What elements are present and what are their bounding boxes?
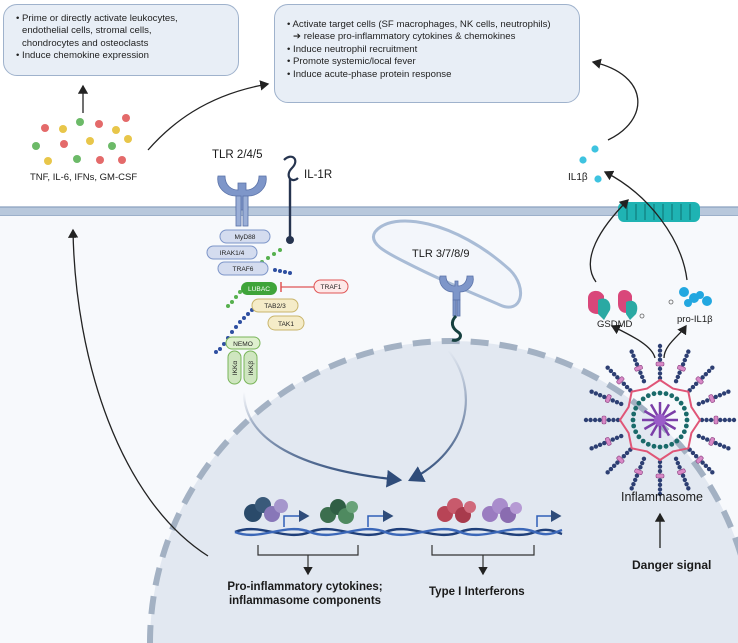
transcription-factor-irf-1 — [437, 498, 476, 523]
transcription-factor-irf-2 — [482, 498, 522, 523]
gsdmd-label: GSDMD — [597, 319, 633, 330]
transcription-factor-nfkb-1 — [244, 497, 288, 522]
arrow-gsdmd-to-pore — [589, 199, 629, 283]
ikka-pill: IKKα — [227, 350, 242, 385]
right-effects-box: • Activate target cells (SF macrophages,… — [274, 4, 580, 103]
right-box-line: • Induce neutrophil recruitment — [287, 43, 418, 55]
cytokine-particles — [32, 114, 132, 165]
gsdmd-protein — [588, 290, 645, 320]
traf1-pill: TRAF1 — [313, 279, 349, 294]
pro-il1b-protein — [668, 287, 712, 307]
left-box-line: • Prime or directly activate leukocytes, — [16, 13, 178, 24]
inflammasome-label: Inflammasome — [621, 490, 703, 504]
myd88-label: MyD88 — [235, 234, 256, 241]
ikkb-label: IKKβ — [248, 361, 255, 376]
right-box-line: • Promote systemic/local fever — [287, 56, 416, 68]
danger-signal-label: Danger signal — [632, 558, 712, 572]
output-bracket-proinflammatory — [257, 545, 359, 576]
gasdermin-pore — [618, 202, 700, 222]
left-box-line: • Induce chemokine expression — [16, 50, 149, 62]
proinflammatory-line-1: Pro-inflammatory cytokines; — [227, 581, 383, 593]
left-box-line: endothelial cells, stromal cells, — [22, 25, 152, 37]
tlr3789-label: TLR 3/7/8/9 — [412, 248, 470, 260]
right-box-line: • Activate target cells (SF macrophages,… — [287, 19, 551, 30]
irak-label: IRAK1/4 — [220, 250, 245, 257]
tlr3789-receptor — [439, 275, 474, 317]
myd88-pill: MyD88 — [219, 229, 271, 244]
arrow-inflammasome-to-gsdmd — [610, 324, 656, 359]
ikkb-pill: IKKβ — [243, 350, 258, 385]
traf1-label: TRAF1 — [321, 284, 342, 291]
right-box-line: • Induce acute-phase protein response — [287, 68, 452, 80]
nemo-pill: NEMO — [225, 336, 261, 350]
proinflammatory-line-2: inflammasome components — [228, 595, 382, 607]
left-effects-box: • Prime or directly activate leukocytes,… — [3, 4, 239, 76]
tak1-label: TAK1 — [278, 321, 294, 328]
arrow-il1b-to-right-box — [591, 58, 639, 141]
arrow-irf-to-nucleus — [408, 349, 467, 482]
il1r-receptor — [283, 155, 299, 244]
tab-label: TAB2/3 — [264, 303, 286, 310]
output-bracket-interferons — [431, 545, 535, 576]
tlr245-label: TLR 2/4/5 — [212, 149, 263, 161]
traf6-pill: TRAF6 — [217, 261, 269, 276]
lubac-pill: LUBAC — [241, 282, 277, 295]
cytokines-label: TNF, IL-6, IFNs, GM-CSF — [30, 172, 138, 183]
left-box-line: chondrocytes and osteoclasts — [22, 37, 149, 49]
arrow-inflammasome-to-proil1b — [663, 324, 687, 359]
arrow-nfkb-to-nucleus — [242, 391, 403, 488]
type1-interferons-label: Type I Interferons — [429, 586, 525, 598]
transcription-factor-nfkb-2 — [320, 499, 358, 524]
dna-strand — [234, 527, 563, 537]
arrow-nucleus-to-cytokines — [67, 228, 209, 557]
arrow-proil1b-to-il1b — [603, 170, 688, 281]
il1b-particles — [579, 145, 602, 183]
irak-pill: IRAK1/4 — [206, 245, 258, 260]
inflammasome-complex — [583, 343, 737, 497]
tab-pill: TAB2/3 — [251, 298, 299, 313]
lubac-label: LUBAC — [248, 286, 270, 293]
transcription-arrows — [283, 510, 562, 527]
ikka-label: IKKα — [232, 361, 239, 376]
proinflammatory-label: Pro-inflammatory cytokines; inflammasome… — [210, 580, 400, 608]
tlr3789-tail — [450, 314, 462, 342]
pro-il1b-label: pro-IL1β — [677, 314, 713, 325]
il1b-label: IL1β — [568, 172, 588, 183]
endosome — [371, 219, 522, 309]
right-box-line: ➔ release pro-inflammatory cytokines & c… — [293, 31, 516, 43]
nemo-label: NEMO — [233, 341, 253, 348]
il1r-label: IL-1R — [304, 169, 333, 181]
tlr245-receptor — [217, 175, 267, 227]
arrow-cytokines-to-right-box — [147, 80, 270, 151]
tak1-pill: TAK1 — [267, 315, 305, 331]
traf6-label: TRAF6 — [233, 266, 254, 273]
